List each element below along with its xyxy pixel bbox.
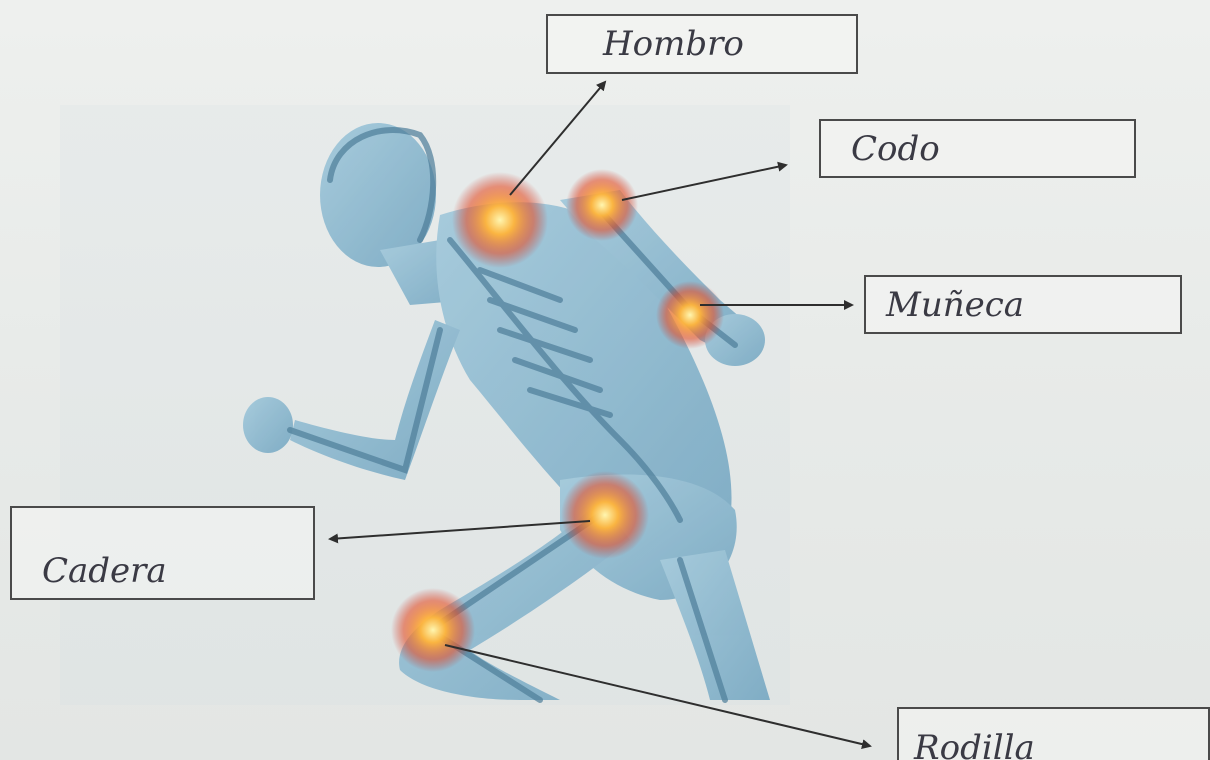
label-hombro: Hombro — [603, 27, 744, 61]
wrist-joint-glow — [656, 281, 724, 349]
elbow-joint-glow — [566, 169, 638, 241]
left-fist-shape — [243, 397, 293, 453]
shoulder-joint-glow — [452, 172, 548, 268]
label-cadera: Cadera — [42, 554, 167, 588]
label-box-muneca: Muñeca — [864, 275, 1182, 334]
label-rodilla: Rodilla — [914, 731, 1035, 760]
label-box-rodilla: Rodilla — [897, 707, 1210, 760]
hip-joint-glow — [561, 471, 649, 559]
label-box-hombro: Hombro — [546, 14, 858, 74]
label-box-codo: Codo — [819, 119, 1136, 178]
label-muneca: Muñeca — [886, 288, 1024, 322]
knee-joint-glow — [391, 588, 475, 672]
label-codo: Codo — [851, 132, 940, 166]
label-box-cadera: Cadera — [10, 506, 315, 600]
